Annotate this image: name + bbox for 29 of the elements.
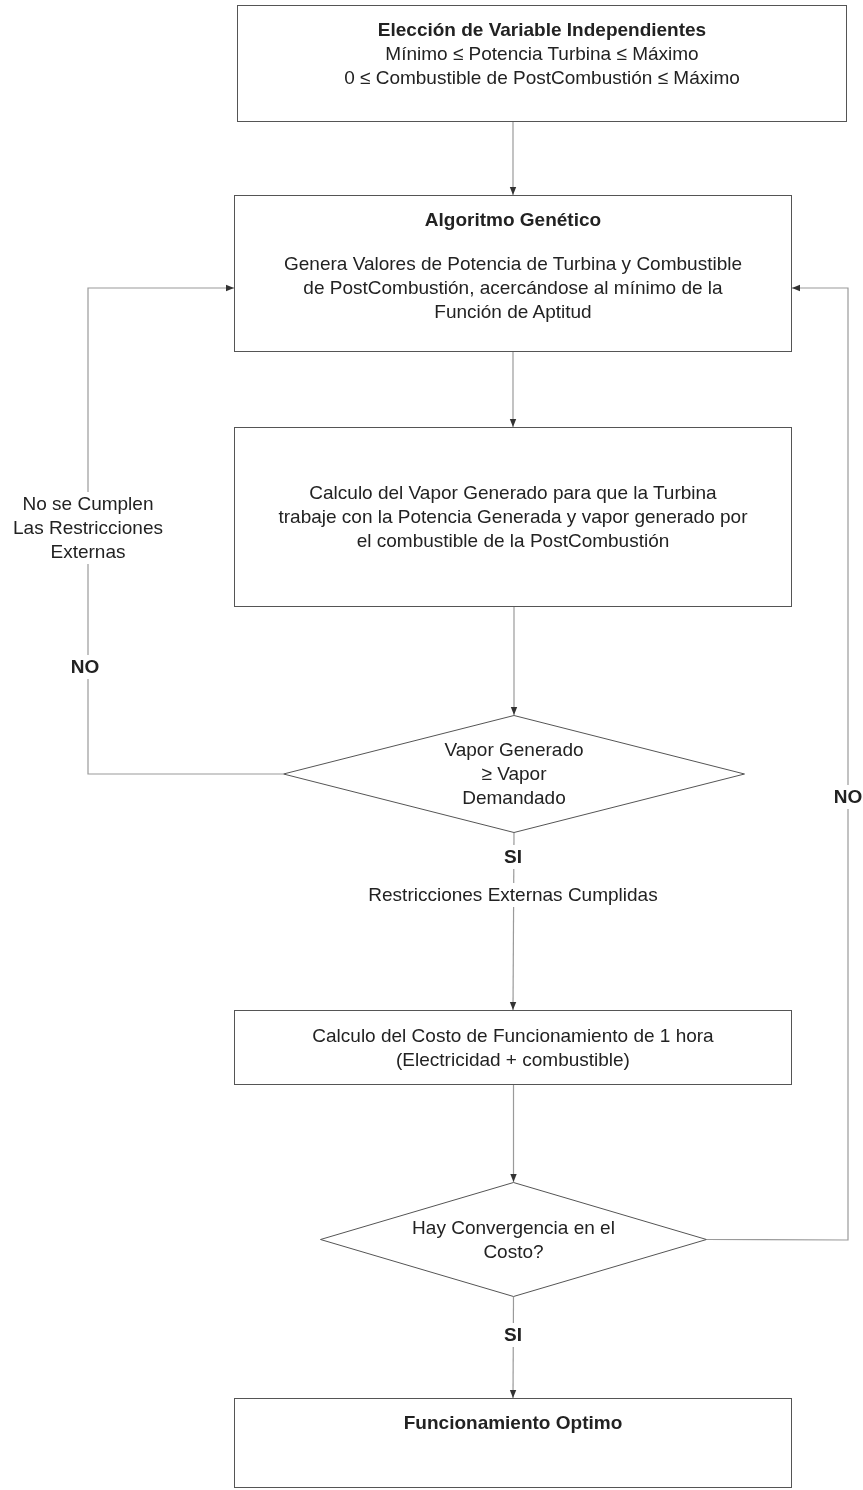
arrow — [509, 121, 517, 196]
process-box — [234, 1398, 792, 1488]
arrow — [87, 284, 284, 775]
process-box — [234, 1010, 792, 1085]
arrow — [509, 1296, 517, 1399]
arrow — [510, 606, 518, 716]
box-text: Mínimo ≤ Potencia Turbina ≤ Máximo — [385, 42, 699, 66]
process-box — [234, 427, 792, 607]
arrow — [706, 284, 849, 1241]
box-heading: Elección de Variable Independientes — [377, 18, 707, 42]
box-text: Calculo del Costo de Funcionamiento de 1 hora (Electricidad + combustible) — [311, 1023, 715, 1072]
note-text: Restricciones Externas Cumplidas — [368, 883, 658, 907]
edge-label: SI — [504, 845, 522, 869]
box-heading: Algoritmo Genético — [424, 208, 602, 232]
decision-diamond — [320, 1182, 707, 1297]
box-text: Calculo del Vapor Generado para que la Turbina trabaje con la Potencia Generada y vapor generado por el combustible de la PostCombustión — [278, 481, 748, 553]
edge-label: SI — [504, 1323, 522, 1347]
edge-label: NO — [70, 655, 100, 679]
arrow — [510, 1084, 517, 1183]
box-text: 0 ≤ Combustible de PostCombustión ≤ Máximo — [344, 66, 740, 90]
process-box — [234, 195, 792, 352]
box-heading: Funcionamiento Optimo — [403, 1411, 623, 1435]
process-box — [237, 5, 847, 122]
box-text: Hay Convergencia en el Costo? — [411, 1215, 616, 1264]
arrow — [509, 351, 517, 428]
edge-label: NO — [833, 785, 863, 809]
box-text: Vapor Generado ≥ Vapor Demandado — [443, 738, 585, 810]
box-text: Genera Valores de Potencia de Turbina y Combustible de PostCombustión, acercándose al mínimo de la Función de Aptitud — [283, 252, 743, 324]
decision-diamond — [283, 715, 745, 833]
